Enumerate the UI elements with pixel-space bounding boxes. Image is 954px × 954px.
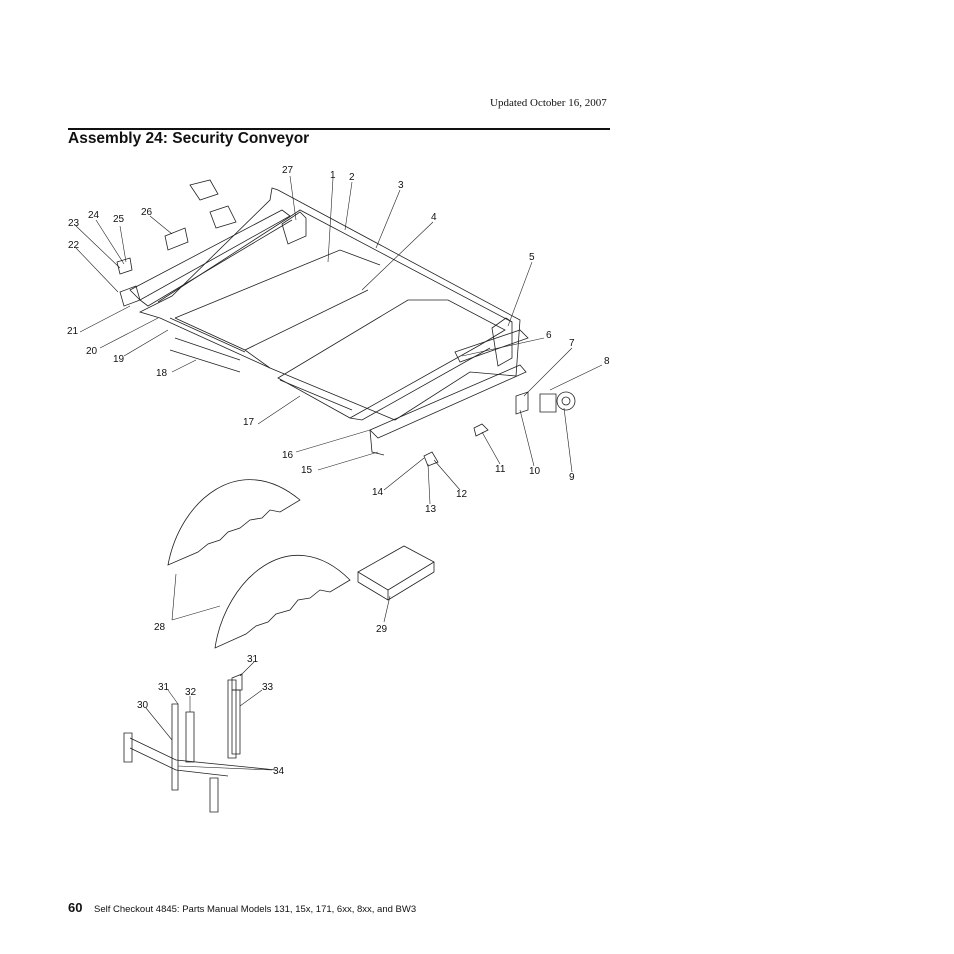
housing-top-edge: [157, 209, 513, 323]
callout-26: 26: [141, 207, 153, 218]
pulley-9: [556, 391, 576, 411]
lower-rail: [369, 364, 527, 439]
end-plate: [491, 317, 513, 367]
callout-14: 14: [372, 487, 384, 498]
callout-9: 9: [569, 472, 575, 483]
panel-28-b: [214, 555, 351, 649]
callout-10: 10: [529, 466, 541, 477]
panel-28-a: [167, 479, 301, 566]
title-rule: [68, 128, 610, 130]
cover-box-29: [357, 545, 435, 591]
callout-6: 6: [546, 330, 552, 341]
updated-date: Updated October 16, 2007: [490, 97, 607, 109]
callout-34: 34: [273, 766, 285, 777]
callout-7: 7: [569, 338, 575, 349]
callout-28: 28: [154, 622, 166, 633]
callout-13: 13: [425, 504, 437, 515]
callout-8: 8: [604, 356, 610, 367]
callout-24: 24: [88, 210, 100, 221]
callout-21: 21: [67, 326, 79, 337]
callout-12: 12: [456, 489, 468, 500]
callout-4: 4: [431, 212, 437, 223]
callout-18: 18: [156, 368, 168, 379]
page-number: 60: [68, 900, 83, 915]
frame-30-34: [123, 732, 277, 777]
callout-17: 17: [243, 417, 255, 428]
callout-1: 1: [330, 170, 336, 181]
callout-2: 2: [349, 172, 355, 183]
conveyor-housing: [138, 187, 521, 421]
callout-3: 3: [398, 180, 404, 191]
drive-roller: [454, 329, 529, 363]
callout-23: 23: [68, 218, 80, 229]
callout-31-b: 31: [247, 654, 259, 665]
callout-19: 19: [113, 354, 125, 365]
end-plate-27: [281, 211, 307, 245]
callout-16: 16: [282, 450, 294, 461]
callout-31-a: 31: [158, 682, 170, 693]
callout-20: 20: [86, 346, 98, 357]
callout-15: 15: [301, 465, 313, 476]
page-title: Assembly 24: Security Conveyor: [68, 130, 310, 147]
footer-text: Self Checkout 4845: Parts Manual Models …: [94, 904, 417, 915]
callout-33: 33: [262, 682, 274, 693]
callout-32: 32: [185, 687, 197, 698]
callout-5: 5: [529, 252, 535, 263]
side-rail: [129, 209, 291, 301]
callout-22: 22: [68, 240, 80, 251]
callout-27: 27: [282, 165, 294, 176]
callout-29: 29: [376, 624, 388, 635]
callout-25: 25: [113, 214, 125, 225]
callout-30: 30: [137, 700, 149, 711]
callout-11: 11: [495, 464, 506, 475]
